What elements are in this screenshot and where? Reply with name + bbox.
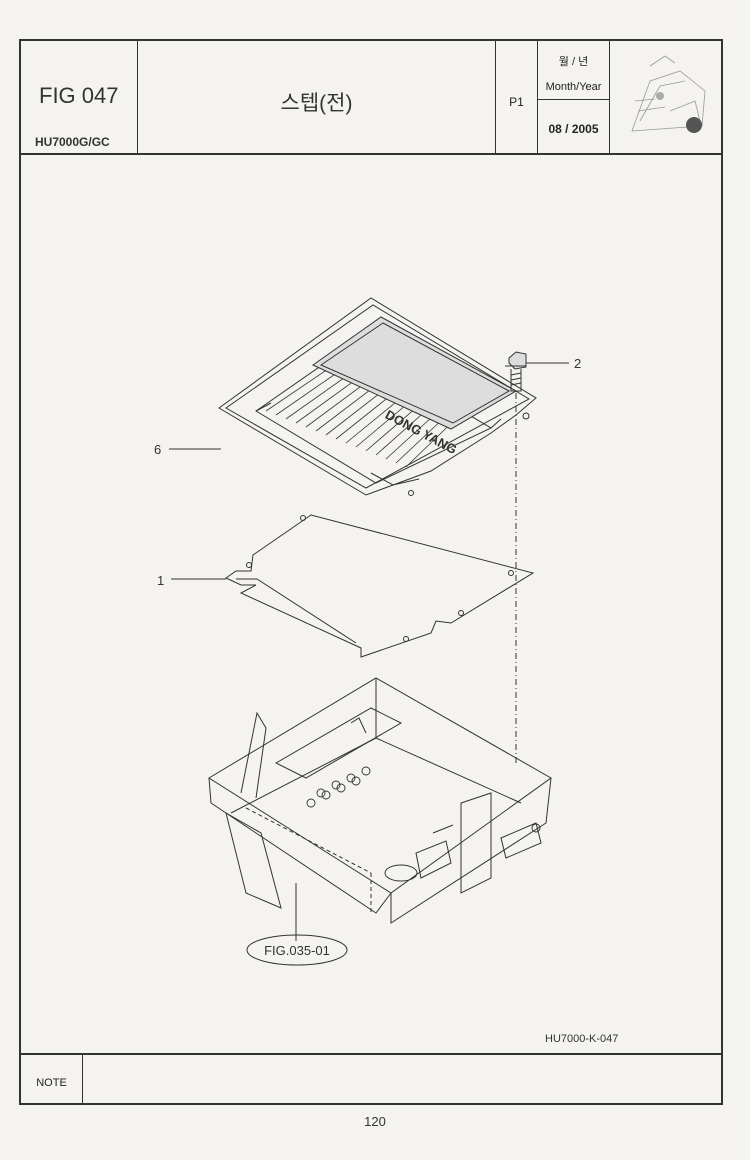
exploded-view: 2 6 1 DONG YANG FIG.035-01 HU7000-K-047 bbox=[21, 153, 721, 1053]
callout-1: 1 bbox=[157, 573, 164, 588]
fig-reference-label: FIG.035-01 bbox=[264, 943, 330, 958]
note-label: NOTE bbox=[21, 1055, 83, 1105]
title-block: FIG 047 HU7000G/GC 스텝(전) P1 월 / 년 Month/… bbox=[21, 41, 721, 155]
step-mat bbox=[225, 514, 535, 658]
callout-6: 6 bbox=[154, 442, 161, 457]
logo-cell bbox=[610, 41, 721, 153]
date-cell: 월 / 년 Month/Year 08 / 2005 bbox=[538, 41, 610, 153]
drawing-sheet: FIG 047 HU7000G/GC 스텝(전) P1 월 / 년 Month/… bbox=[19, 39, 723, 1105]
page-code: P1 bbox=[509, 95, 524, 109]
drawing-code: HU7000-K-047 bbox=[545, 1033, 618, 1045]
part-title: 스텝(전) bbox=[280, 92, 353, 115]
fig-reference-oval bbox=[246, 934, 348, 966]
fig-number: FIG 047 bbox=[39, 83, 119, 108]
bolt bbox=[505, 351, 527, 392]
step-plate bbox=[218, 297, 537, 496]
date-label-en: Month/Year bbox=[545, 81, 602, 93]
page-cell: P1 bbox=[496, 41, 538, 153]
model-name: HU7000G/GC bbox=[35, 135, 110, 149]
fig-number-cell: FIG 047 HU7000G/GC bbox=[21, 41, 138, 153]
page-number: 120 bbox=[364, 1114, 386, 1129]
date-label-ko: 월 / 년 bbox=[558, 56, 589, 68]
machine-sketch-icon bbox=[631, 55, 706, 133]
date-value: 08 / 2005 bbox=[548, 122, 599, 136]
note-row: NOTE bbox=[21, 1053, 721, 1105]
title-cell: 스텝(전) bbox=[138, 41, 496, 153]
exploded-diagram: 2 6 1 DONG YANG FIG.035-01 HU7000-K-047 bbox=[154, 297, 618, 1045]
frame-assembly bbox=[208, 677, 552, 941]
callout-2: 2 bbox=[574, 356, 581, 371]
